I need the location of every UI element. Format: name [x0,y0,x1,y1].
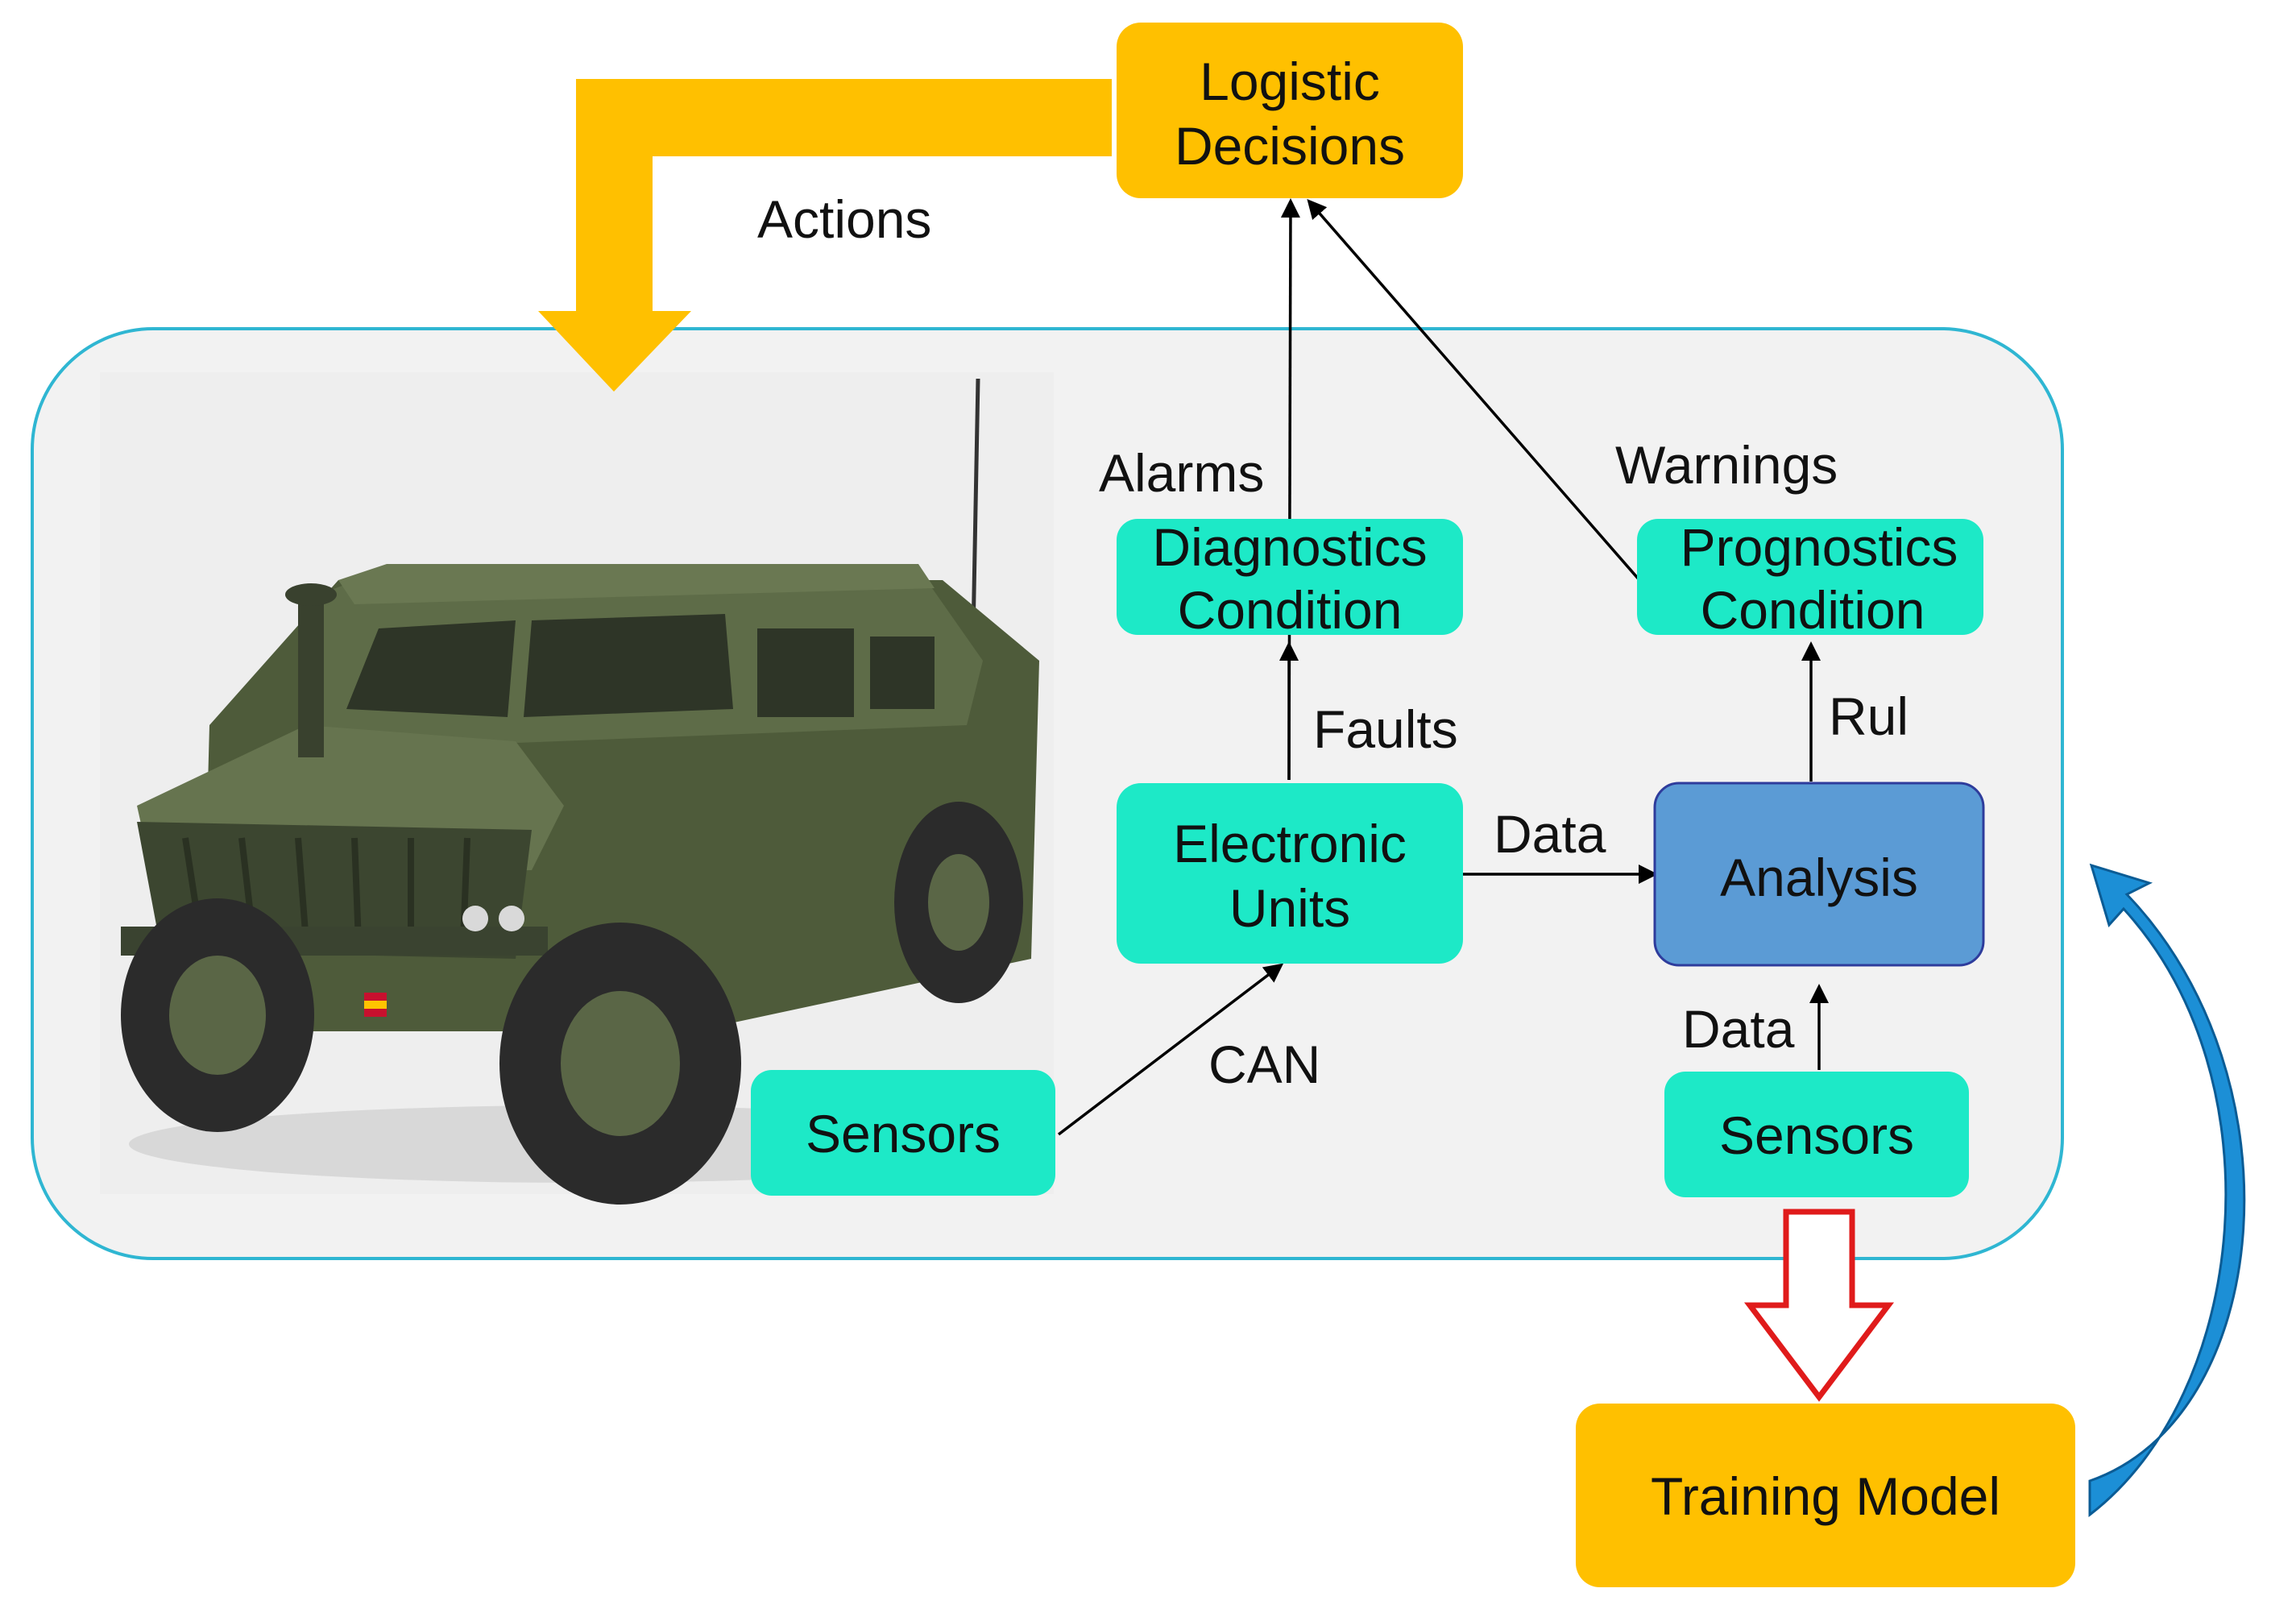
diagnostics-condition-node: Diagnostics Condition [1117,517,1463,640]
faults-label: Faults [1313,699,1458,759]
sensors-data-node: Sensors [1664,1072,1969,1197]
logistic-decisions-label-line2: Decisions [1175,116,1405,176]
actions-arrow [538,79,1112,392]
electronic-units-label-line2: Units [1229,878,1350,938]
can-arrow [1057,963,1284,1136]
diagnostics-condition-label-line1: Diagnostics [1152,517,1427,577]
can-label: CAN [1208,1035,1320,1094]
training-model-label: Training Model [1651,1466,2000,1526]
warnings-label: Warnings [1615,435,1838,495]
logistic-decisions-node: Logistic Decisions [1117,23,1463,198]
diagnostics-condition-label-line2: Condition [1178,580,1403,640]
actions-label: Actions [757,189,931,249]
prognostics-condition-label-line1: Prognostics [1681,517,1958,577]
warnings-arrow [1307,198,1641,582]
logistic-decisions-label-line1: Logistic [1200,52,1380,111]
sensors-data-label: Sensors [1719,1105,1914,1165]
analysis-label: Analysis [1720,848,1918,907]
prognostics-condition-node: Prognostics Condition [1637,517,1983,640]
training-data-arrow [1743,1209,1895,1402]
data-sensors-label: Data [1682,999,1795,1059]
electronic-units-label-line1: Electronic [1173,814,1407,873]
armored-vehicle-icon [100,372,1054,1205]
data-units-label: Data [1494,804,1606,864]
alarms-label: Alarms [1099,443,1264,503]
sensors-vehicle-node: Sensors [751,1070,1055,1196]
sensors-vehicle-label: Sensors [806,1104,1001,1163]
training-model-node: Training Model [1576,1404,2075,1587]
electronic-units-node: Electronic Units [1117,783,1463,964]
prognostics-condition-label-line2: Condition [1701,580,1925,640]
analysis-node: Analysis [1653,782,1985,967]
rul-label: Rul [1829,686,1908,746]
model-update-arrow [2088,863,2246,1518]
